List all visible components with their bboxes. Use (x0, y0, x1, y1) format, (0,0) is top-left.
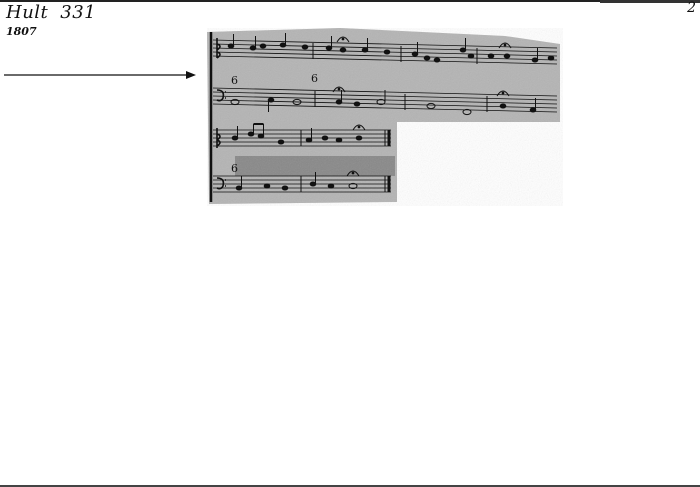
top-edge-line (0, 0, 700, 2)
notes-staff-3 (231, 123, 366, 145)
bottom-edge-line (0, 485, 700, 487)
pointer-arrow-icon (4, 71, 196, 79)
figure-6-c: 6 (231, 162, 238, 175)
figure-6-b: 6 (311, 72, 318, 85)
title-text: Hult (6, 2, 49, 23)
clef-icons (216, 38, 226, 190)
catalog-number: 331 (60, 2, 97, 23)
figured-bass: 6 6 6 (231, 72, 318, 175)
notes-staff-2 (230, 86, 537, 116)
top-edge-line-right (600, 0, 700, 3)
card-year: 1807 (6, 25, 37, 38)
staff-4 (213, 175, 391, 193)
barlines (300, 43, 488, 192)
notes-staff-1 (227, 33, 555, 63)
music-score-excerpt: 6 6 6 (207, 28, 563, 206)
card-title: Hult 331 (6, 2, 96, 23)
figure-6-a: 6 (231, 74, 238, 87)
staff-3 (213, 129, 391, 147)
page-number: 2 (687, 0, 696, 16)
final-double-bar (384, 130, 391, 192)
notes-staff-4 (235, 170, 360, 191)
